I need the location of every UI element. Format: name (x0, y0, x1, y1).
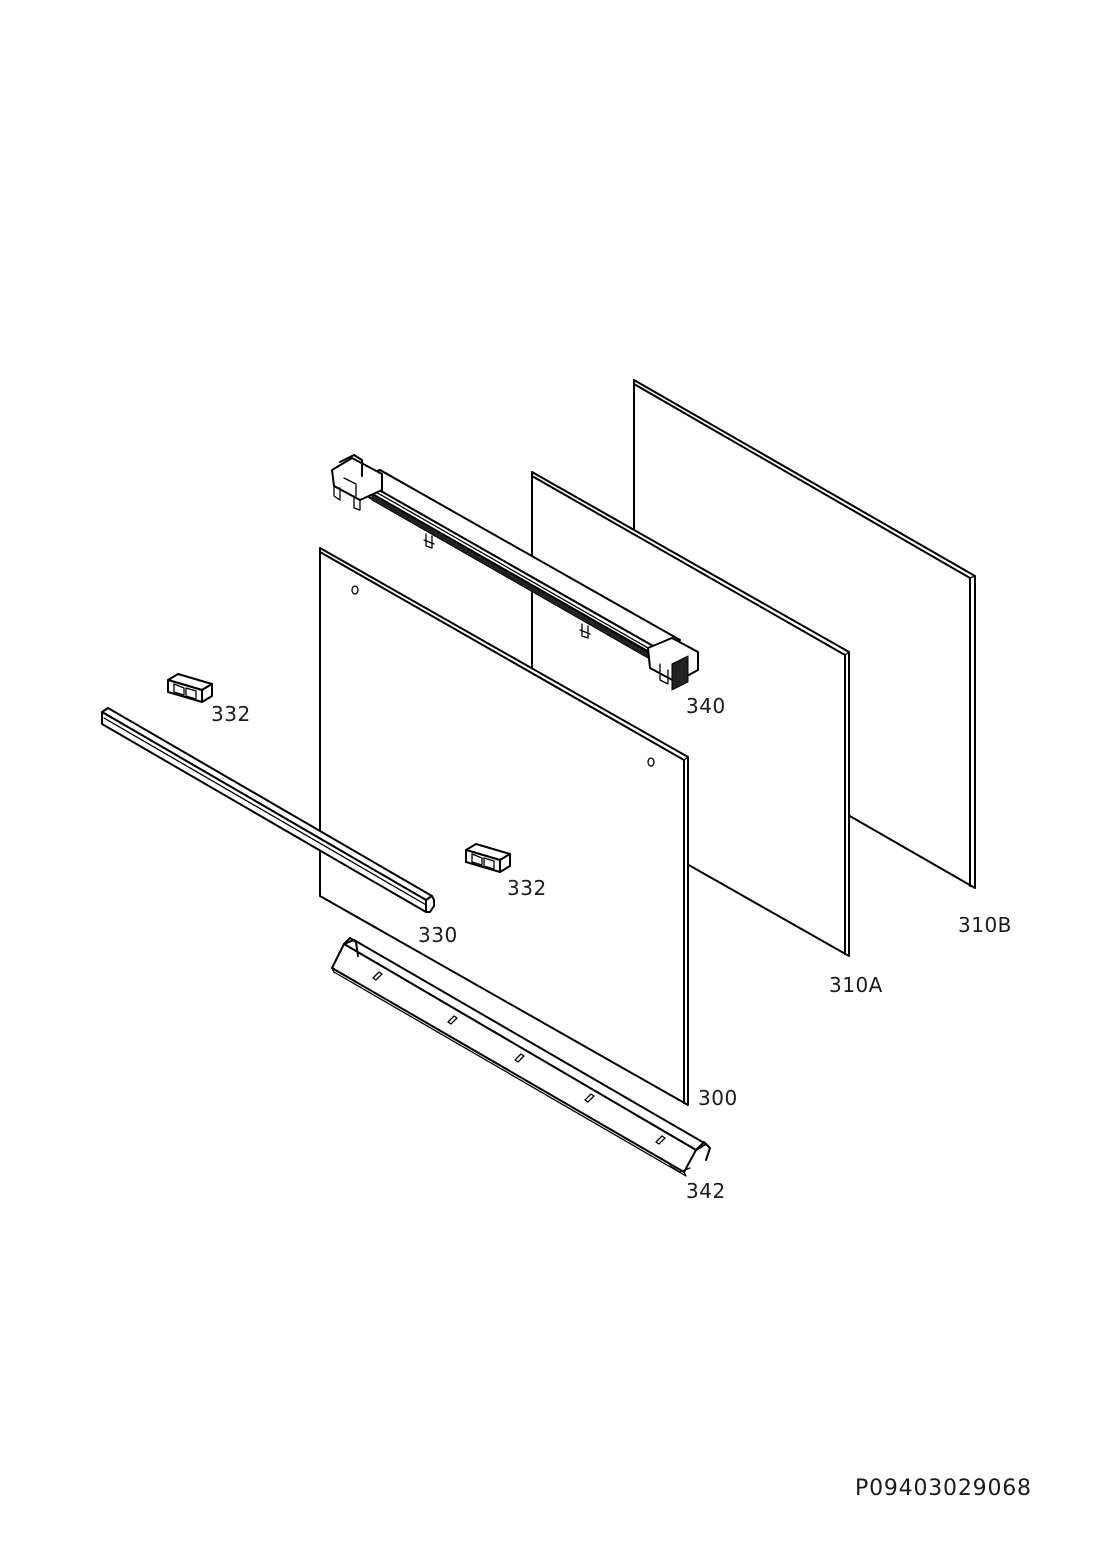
label-300: 300 (698, 1086, 738, 1110)
label-310b: 310B (958, 913, 1012, 937)
label-310a: 310A (829, 973, 883, 997)
part-340-top-profile (331, 454, 699, 691)
label-342: 342 (686, 1179, 726, 1203)
part-342-bottom-profile (331, 937, 711, 1177)
document-id: P09403029068 (855, 1476, 1032, 1501)
part-300-front-glass (319, 547, 689, 1106)
part-332-clip-top (167, 673, 213, 703)
label-332-mid: 332 (507, 876, 547, 900)
bottom-profile-slots (372, 971, 666, 1145)
part-330-handle (101, 707, 435, 913)
part-332-clip-mid (465, 843, 511, 873)
label-340: 340 (686, 694, 726, 718)
label-332-top: 332 (211, 702, 251, 726)
label-330: 330 (418, 923, 458, 947)
